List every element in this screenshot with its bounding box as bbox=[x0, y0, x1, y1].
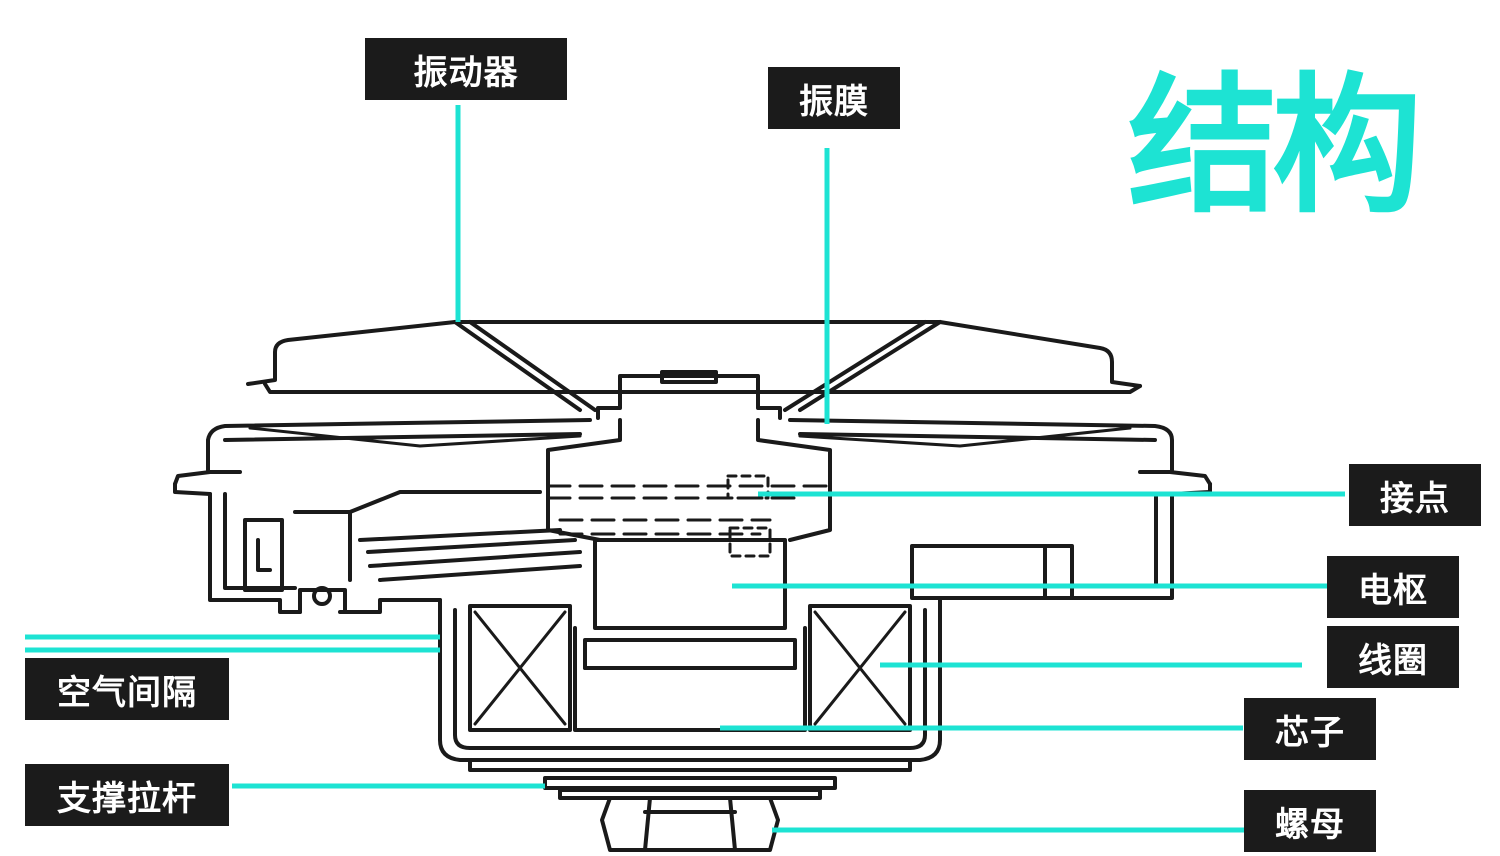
label-diaphragm: 振膜 bbox=[768, 67, 900, 129]
label-core: 芯子 bbox=[1244, 698, 1376, 760]
nut bbox=[600, 796, 780, 852]
label-nut: 螺母 bbox=[1244, 790, 1376, 852]
diaphragm-housing bbox=[206, 418, 592, 472]
outer-body bbox=[208, 492, 302, 614]
page-title: 结构 bbox=[1128, 60, 1422, 234]
label-contact: 接点 bbox=[1349, 464, 1481, 526]
label-air-gap: 空气间隔 bbox=[25, 658, 229, 720]
label-vibrator: 振动器 bbox=[365, 38, 567, 100]
center-boss bbox=[596, 374, 782, 420]
lower-body bbox=[438, 596, 942, 762]
label-coil: 线圈 bbox=[1327, 626, 1459, 688]
leader-lines bbox=[25, 105, 1345, 833]
contact-dashes bbox=[546, 484, 832, 536]
vibrator-disc bbox=[246, 320, 1142, 388]
coil-left bbox=[468, 604, 572, 732]
label-support-rod: 支撑拉杆 bbox=[25, 764, 229, 826]
label-armature: 电枢 bbox=[1327, 556, 1459, 618]
core bbox=[573, 626, 807, 732]
